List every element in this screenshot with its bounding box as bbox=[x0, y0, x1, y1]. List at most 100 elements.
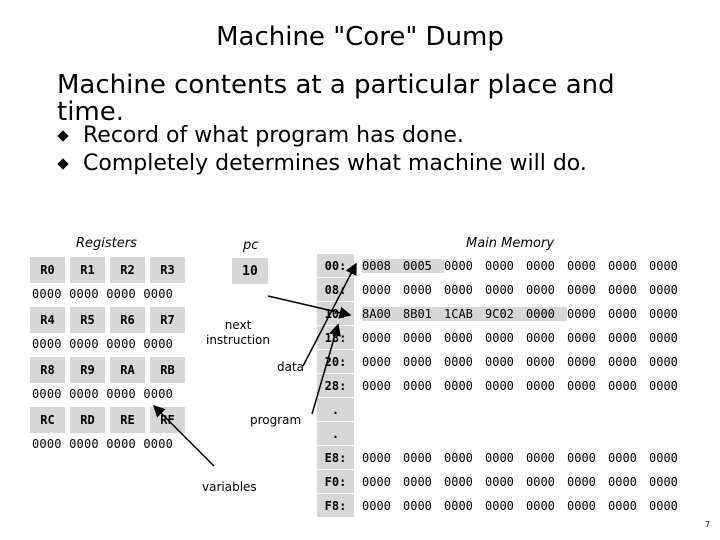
memory-word: 0000 bbox=[362, 378, 391, 393]
memory-word: 0008 bbox=[362, 258, 403, 273]
data-label: data bbox=[277, 360, 305, 374]
register-name: RE bbox=[110, 407, 145, 433]
memory-word: 0000 bbox=[403, 354, 432, 369]
data-arrow bbox=[302, 262, 357, 367]
memory-word: 0000 bbox=[444, 258, 473, 273]
memory-word: 8A00 bbox=[362, 306, 403, 321]
slide-number: 7 bbox=[705, 520, 711, 529]
register-name: RC bbox=[30, 407, 65, 433]
memory-word: 0000 bbox=[362, 282, 391, 297]
memory-word: 9C02 bbox=[485, 306, 526, 321]
memory-word: 0000 bbox=[403, 378, 432, 393]
next-instruction-label: next instruction bbox=[205, 318, 271, 347]
memory-word: 0000 bbox=[485, 378, 514, 393]
memory-word: 0000 bbox=[526, 378, 555, 393]
register-name: R3 bbox=[150, 257, 185, 283]
main-memory-title: Main Memory bbox=[466, 236, 555, 251]
register-name: R1 bbox=[70, 257, 105, 283]
memory-address: F0: bbox=[317, 470, 354, 493]
memory-word: 0000 bbox=[444, 378, 473, 393]
memory-word: 0000 bbox=[608, 354, 637, 369]
memory-word: 0000 bbox=[485, 498, 514, 513]
memory-word: 0000 bbox=[526, 306, 567, 321]
memory-word: 0000 bbox=[608, 378, 637, 393]
register-name: R5 bbox=[70, 307, 105, 333]
memory-word: 0000 bbox=[567, 306, 596, 321]
memory-word: 0000 bbox=[485, 354, 514, 369]
memory-word: 0000 bbox=[608, 306, 637, 321]
register-name: R6 bbox=[110, 307, 145, 333]
memory-word: 0000 bbox=[649, 450, 678, 465]
register-name: R4 bbox=[30, 307, 65, 333]
memory-word: 0000 bbox=[567, 378, 596, 393]
memory-address: E8: bbox=[317, 446, 354, 469]
memory-word: 0000 bbox=[526, 474, 555, 489]
memory-word: 0000 bbox=[444, 354, 473, 369]
memory-word: 0000 bbox=[649, 378, 678, 393]
memory-address: 28: bbox=[317, 374, 354, 397]
memory-word: 0000 bbox=[403, 282, 432, 297]
memory-word: 0000 bbox=[649, 306, 678, 321]
register-values: 0000 0000 0000 0000 bbox=[32, 387, 174, 401]
memory-word: 0000 bbox=[526, 258, 555, 273]
pc-title: pc bbox=[243, 238, 259, 253]
memory-word: 0000 bbox=[567, 282, 596, 297]
memory-word: 0000 bbox=[444, 450, 473, 465]
memory-address: F8: bbox=[317, 494, 354, 517]
bullet-text: Completely determines what machine will … bbox=[83, 151, 587, 176]
memory-word: 0000 bbox=[485, 258, 514, 273]
register-name: R8 bbox=[30, 357, 65, 383]
memory-word: 0000 bbox=[608, 450, 637, 465]
register-name: RD bbox=[70, 407, 105, 433]
memory-word: 0000 bbox=[485, 450, 514, 465]
program-arrow bbox=[311, 323, 341, 415]
bullet-1: Record of what program has done. bbox=[57, 123, 464, 148]
memory-word: 0000 bbox=[649, 282, 678, 297]
memory-word: 0000 bbox=[608, 258, 637, 273]
register-name: R0 bbox=[30, 257, 65, 283]
register-name: RA bbox=[110, 357, 145, 383]
memory-word: 0000 bbox=[526, 450, 555, 465]
memory-word: 0000 bbox=[485, 282, 514, 297]
memory-address: 00: bbox=[317, 254, 354, 277]
memory-word: 0000 bbox=[526, 282, 555, 297]
pc-value: 10 bbox=[232, 258, 268, 284]
slide-title: Machine "Core" Dump bbox=[216, 22, 504, 52]
memory-address: . bbox=[317, 422, 354, 445]
register-name: R7 bbox=[150, 307, 185, 333]
memory-word: 0000 bbox=[444, 330, 473, 345]
variables-arrow bbox=[152, 404, 215, 467]
memory-word: 0000 bbox=[362, 450, 391, 465]
memory-word: 0000 bbox=[567, 498, 596, 513]
memory-row: . bbox=[317, 398, 693, 421]
memory-word: 0000 bbox=[444, 282, 473, 297]
program-label: program bbox=[250, 413, 302, 427]
register-values: 0000 0000 0000 0000 bbox=[32, 337, 174, 351]
memory-word: 0000 bbox=[567, 258, 596, 273]
memory-word: 0000 bbox=[608, 498, 637, 513]
memory-word: 0000 bbox=[444, 474, 473, 489]
memory-word: 0000 bbox=[608, 282, 637, 297]
memory-word: 0000 bbox=[485, 474, 514, 489]
memory-row: 28: 0000 0000 0000 0000 0000 0000 0000 0000 bbox=[317, 374, 693, 397]
bullet-2: Completely determines what machine will … bbox=[57, 151, 587, 176]
memory-word: 0000 bbox=[485, 330, 514, 345]
register-name: RB bbox=[150, 357, 185, 383]
memory-word: 0005 bbox=[403, 258, 444, 273]
memory-word: 0000 bbox=[403, 450, 432, 465]
register-values: 0000 0000 0000 0000 bbox=[32, 287, 174, 301]
memory-word: 8B01 bbox=[403, 306, 444, 321]
